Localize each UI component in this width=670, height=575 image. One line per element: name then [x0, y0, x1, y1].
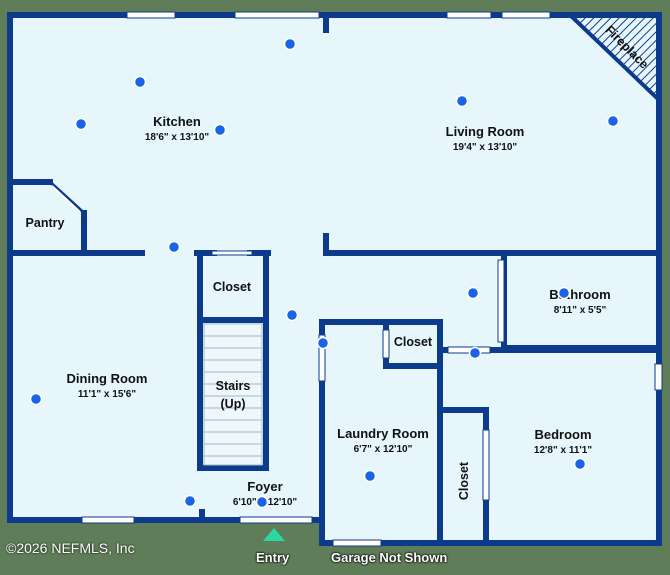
stair-treads [203, 323, 263, 466]
photo-hotspot[interactable] [466, 286, 480, 300]
pantry-door [48, 180, 86, 215]
laundry-room-dims: 6'7" x 12'10" [354, 444, 413, 455]
photo-hotspot[interactable] [167, 240, 181, 254]
living-room-label: Living Room [446, 124, 525, 139]
photo-hotspot[interactable] [363, 469, 377, 483]
stairs-label: Stairs [216, 379, 251, 393]
photo-hotspot[interactable] [213, 123, 227, 137]
bathroom-dims: 8'11" x 5'5" [554, 305, 607, 316]
stair-closet-label: Closet [213, 280, 252, 294]
photo-hotspot[interactable] [573, 457, 587, 471]
photo-hotspot[interactable] [183, 494, 197, 508]
windows [81, 11, 663, 547]
photo-hotspot[interactable] [455, 94, 469, 108]
photo-hotspots [29, 37, 620, 509]
pantry-label: Pantry [26, 216, 65, 230]
photo-hotspot[interactable] [316, 336, 330, 350]
dining-room-label: Dining Room [67, 371, 148, 386]
laundry-room-label: Laundry Room [337, 426, 429, 441]
bedroom-dims: 12'8" x 11'1" [534, 445, 592, 456]
entry-label: Entry [256, 550, 290, 565]
stairs-direction: (Up) [221, 397, 246, 411]
floor-area [10, 15, 659, 523]
photo-hotspot[interactable] [468, 346, 482, 360]
copyright-text: ©2026 NEFMLS, Inc [6, 540, 135, 556]
laundry-closet-label: Closet [394, 335, 433, 349]
foyer-label: Foyer [247, 479, 282, 494]
bedroom-closet-label: Closet [457, 461, 471, 500]
photo-hotspot[interactable] [29, 392, 43, 406]
dining-room-dims: 11'1" x 15'6" [78, 389, 136, 400]
photo-hotspot[interactable] [285, 308, 299, 322]
photo-hotspot[interactable] [557, 286, 571, 300]
floor-extension [322, 500, 659, 543]
garage-note: Garage Not Shown [331, 550, 448, 565]
photo-hotspot[interactable] [74, 117, 88, 131]
bedroom-label: Bedroom [534, 427, 591, 442]
kitchen-label: Kitchen [153, 114, 201, 129]
photo-hotspot[interactable] [606, 114, 620, 128]
kitchen-dims: 18'6" x 13'10" [145, 132, 210, 143]
photo-hotspot[interactable] [283, 37, 297, 51]
photo-hotspot[interactable] [133, 75, 147, 89]
living-room-dims: 19'4" x 13'10" [453, 142, 518, 153]
photo-hotspot[interactable] [255, 495, 269, 509]
entry-arrow-icon [263, 528, 285, 541]
